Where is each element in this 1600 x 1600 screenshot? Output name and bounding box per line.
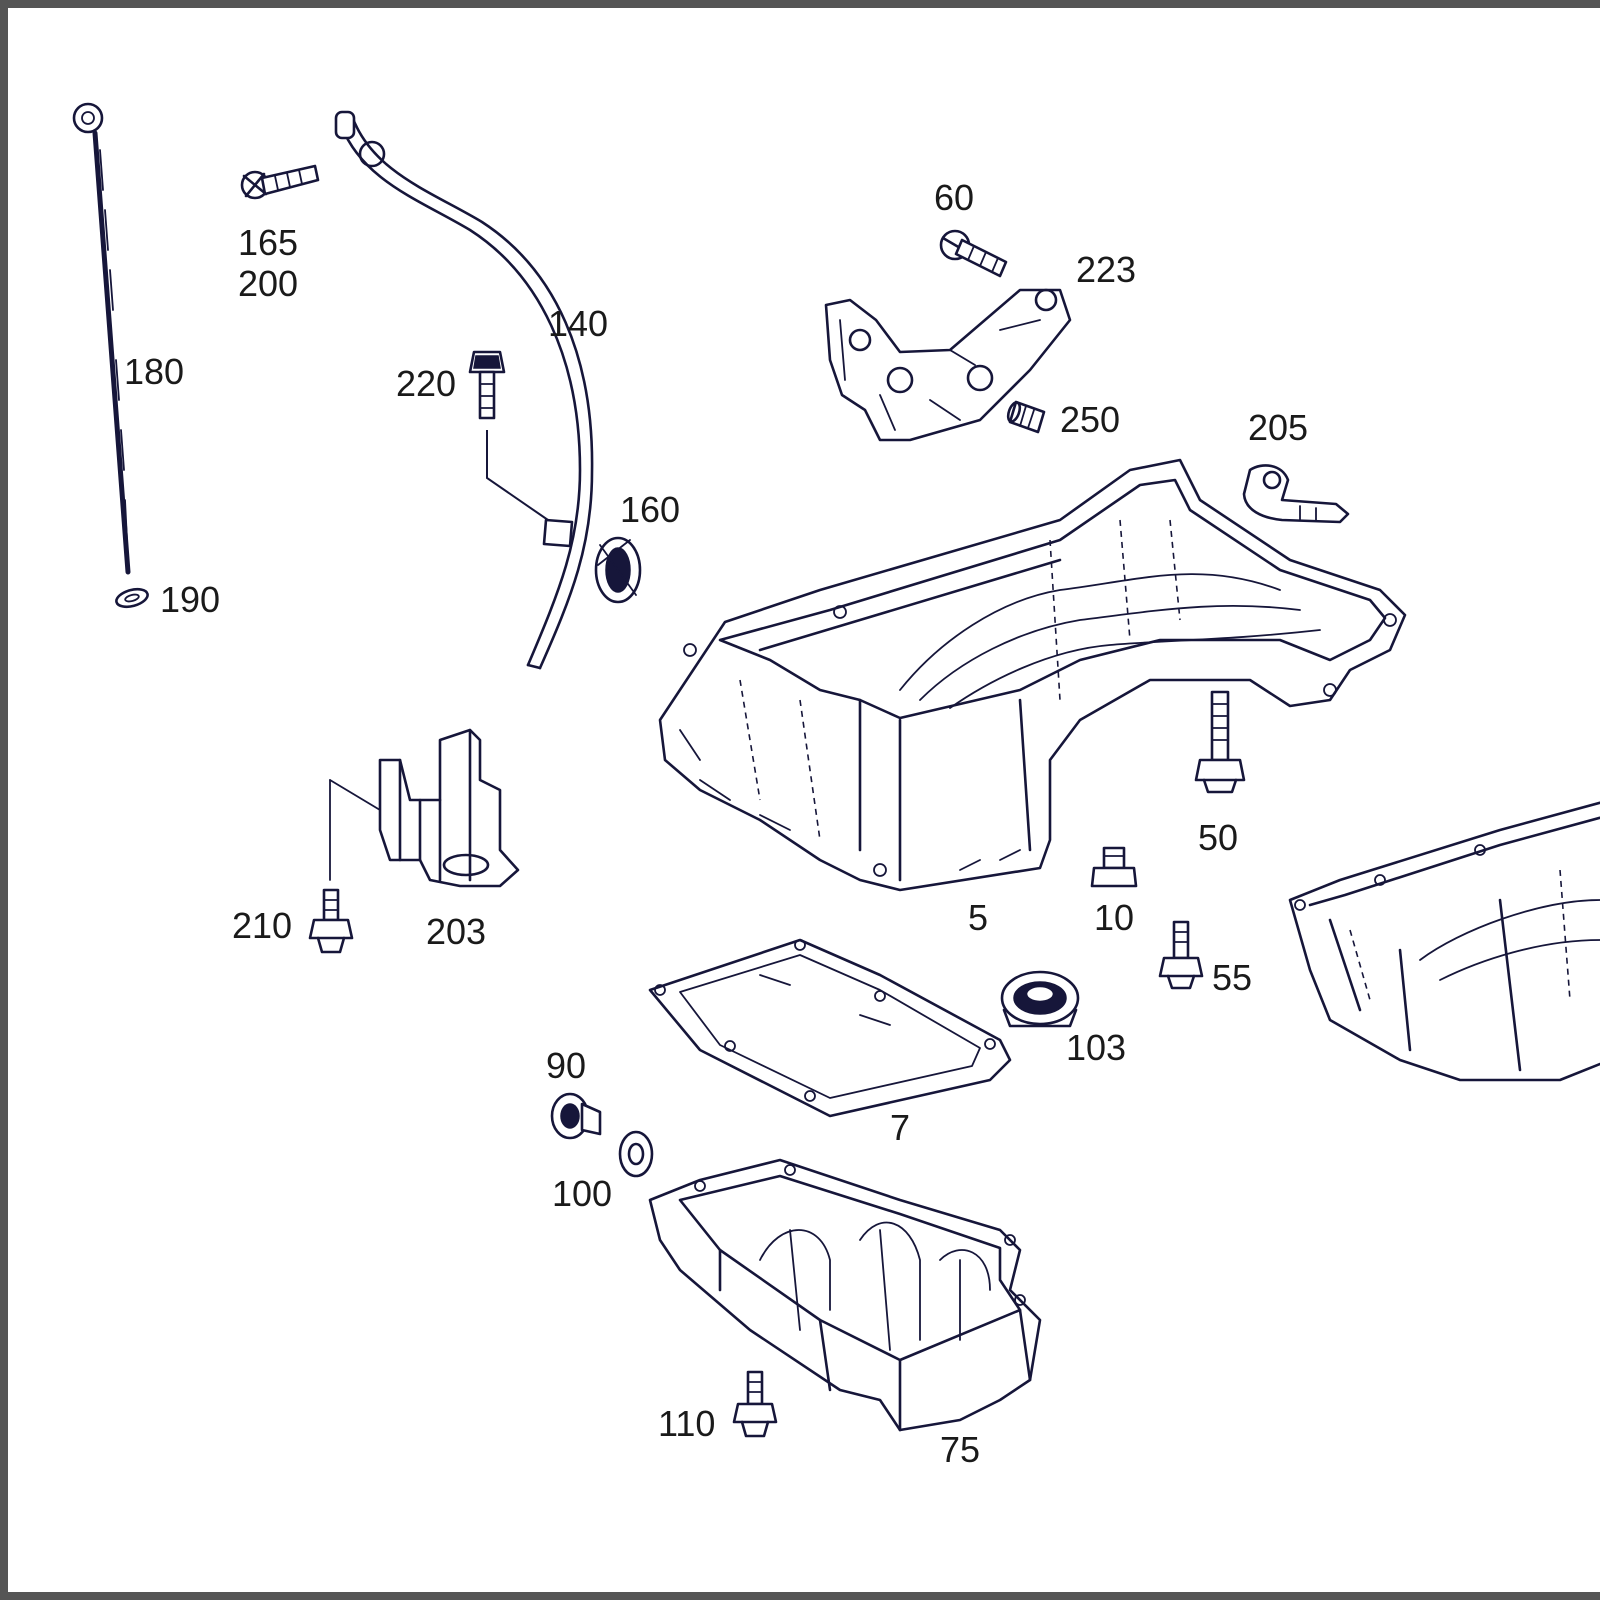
bracket-part-205 [1242, 464, 1350, 524]
callout-250: 250 [1060, 399, 1120, 440]
callout-200: 200 [238, 263, 298, 304]
callout-190: 190 [160, 579, 220, 620]
washer-part-100 [618, 1130, 654, 1178]
seal-part-160 [594, 536, 642, 604]
callout-165: 165 [238, 222, 298, 263]
bolt-part-50 [1194, 690, 1246, 794]
bracket-part-203 [329, 728, 520, 888]
seal-part-103 [1000, 970, 1080, 1028]
callout-90: 90 [546, 1045, 586, 1086]
plug-part-10 [1090, 846, 1138, 888]
callout-110: 110 [658, 1403, 715, 1444]
lower-oil-pan-part-75 [648, 1158, 1042, 1432]
callout-5: 5 [968, 897, 988, 938]
bolt-part-110 [732, 1370, 778, 1438]
seal-ring-part-190 [115, 587, 149, 609]
baffle-plate-part-7 [648, 938, 1012, 1118]
callout-223: 223 [1076, 249, 1136, 290]
bolt-part-165-200 [240, 164, 320, 200]
guide-tube-part-140 [334, 110, 594, 670]
upper-oil-pan-part-5 [658, 458, 1407, 892]
drain-plug-part-90 [550, 1092, 602, 1140]
callout-50: 50 [1198, 817, 1238, 858]
callout-220: 220 [396, 363, 456, 404]
callout-103: 103 [1066, 1027, 1126, 1068]
callout-210: 210 [232, 905, 292, 946]
callout-100: 100 [552, 1173, 612, 1214]
callout-140: 140 [548, 303, 608, 344]
bolt-part-60 [939, 229, 1008, 278]
callout-180: 180 [124, 351, 184, 392]
callout-60: 60 [934, 177, 974, 218]
bolt-part-210 [308, 888, 354, 954]
bolt-part-55 [1158, 920, 1204, 990]
callout-205: 205 [1248, 407, 1308, 448]
callout-55: 55 [1212, 957, 1252, 998]
bracket-part-223 [824, 288, 1072, 442]
callout-75: 75 [940, 1429, 980, 1470]
callout-10: 10 [1094, 897, 1134, 938]
callout-203: 203 [426, 911, 486, 952]
dipstick-part-180 [72, 102, 131, 575]
sleeve-part-250 [1006, 400, 1046, 434]
callout-160: 160 [620, 489, 680, 530]
bolt-part-220 [468, 350, 549, 521]
oil-pan-alternate-partial [1288, 801, 1600, 1082]
callout-7: 7 [890, 1107, 910, 1148]
